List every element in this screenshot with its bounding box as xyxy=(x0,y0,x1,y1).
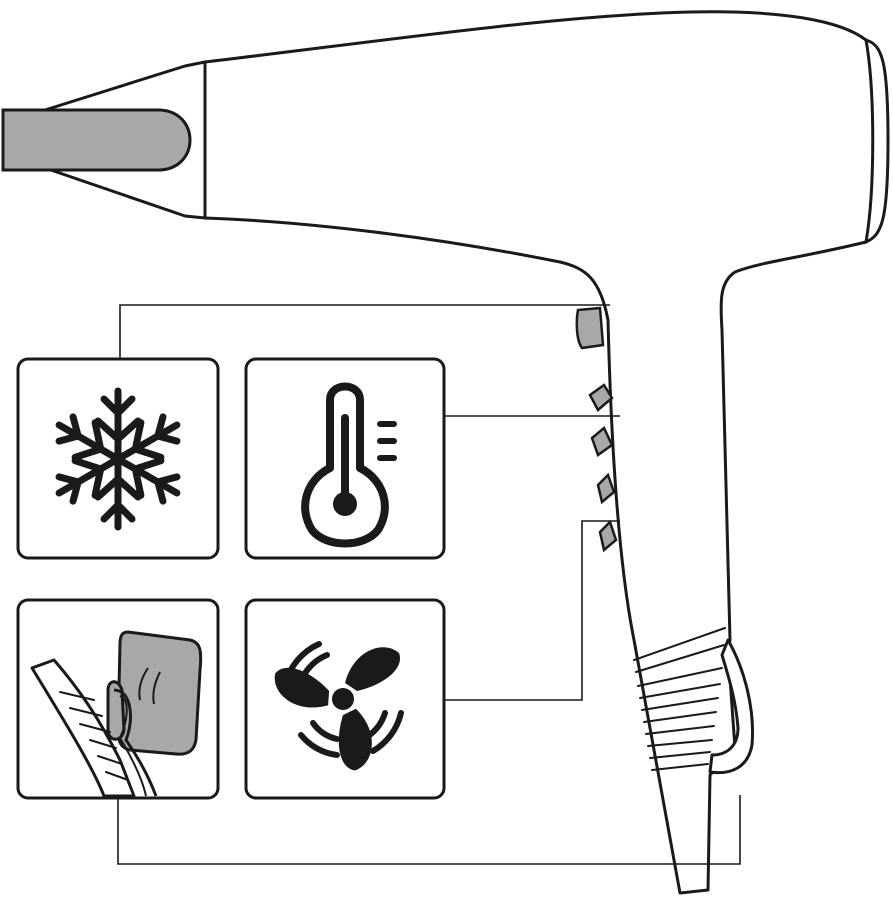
hanging-loop-panel xyxy=(16,598,220,800)
leader-lines xyxy=(117,304,741,865)
handle-grip xyxy=(633,627,726,771)
nozzle-tip xyxy=(1,108,192,172)
leader-hanging-loop xyxy=(117,795,741,865)
snowflake-icon xyxy=(55,387,181,531)
cold-shot-panel xyxy=(16,357,220,560)
leader-cold-shot xyxy=(119,304,610,360)
dryer-body-outline xyxy=(203,10,883,895)
leader-fan xyxy=(444,520,620,701)
fan-speed-panel xyxy=(244,598,446,800)
dryer-hanging-loop xyxy=(708,638,755,775)
temperature-switch[interactable] xyxy=(588,383,614,457)
speed-switch[interactable] xyxy=(596,472,618,553)
rear-filter-cap xyxy=(864,38,890,244)
fan-icon xyxy=(274,641,404,771)
hair-dryer xyxy=(1,10,890,895)
hanging-loop-icon xyxy=(30,630,203,798)
temperature-panel xyxy=(244,357,446,560)
cold-shot-button[interactable] xyxy=(575,306,605,350)
thermometer-icon xyxy=(301,382,397,548)
